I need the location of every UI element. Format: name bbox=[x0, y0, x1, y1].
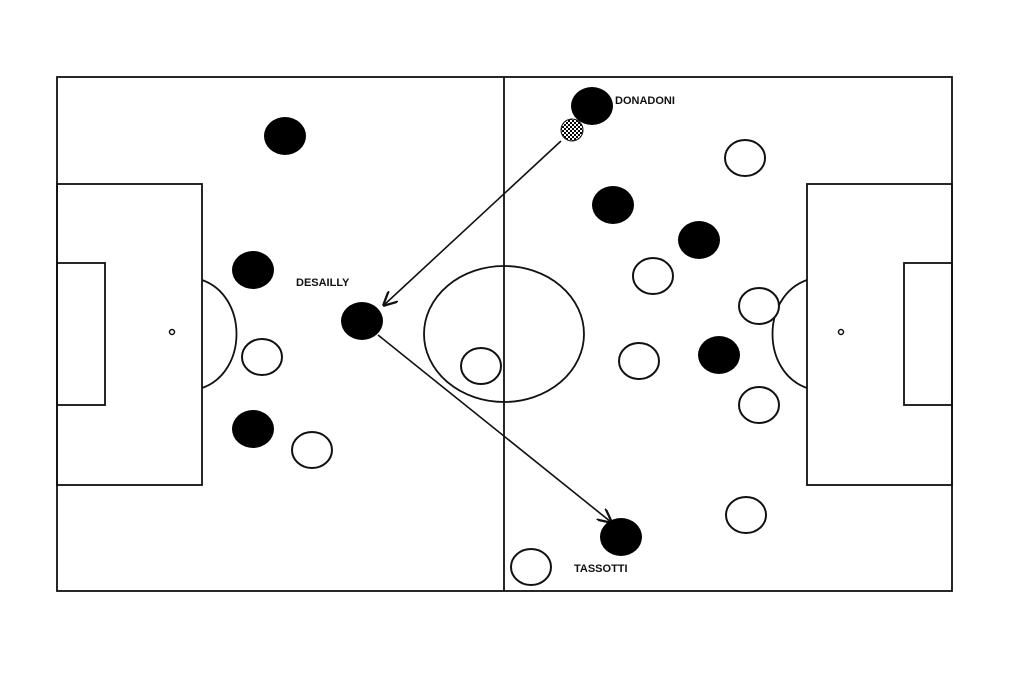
pass-arrow-desailly-to-tassotti bbox=[377, 334, 611, 522]
right-penalty-area bbox=[806, 183, 953, 486]
player-dark bbox=[264, 117, 306, 155]
right-penalty-arc bbox=[771, 279, 808, 389]
pass-arrow-donadoni-to-desailly bbox=[384, 140, 562, 305]
left-penalty-arc bbox=[201, 279, 238, 389]
player-light bbox=[725, 496, 767, 534]
pitch-markings bbox=[56, 76, 953, 592]
left-goal-area bbox=[56, 262, 106, 406]
team-dark-players bbox=[232, 87, 740, 556]
player-light bbox=[738, 287, 780, 325]
team-light-players bbox=[241, 139, 780, 586]
right-penalty-spot bbox=[837, 328, 845, 336]
player-dark bbox=[232, 251, 274, 289]
left-penalty-spot bbox=[168, 328, 176, 336]
left-penalty-area bbox=[56, 183, 203, 486]
player-light bbox=[618, 342, 660, 380]
player-dark-desailly bbox=[341, 302, 383, 340]
player-light bbox=[632, 257, 674, 295]
pass-arrows bbox=[377, 140, 611, 522]
checkered-ball-icon bbox=[560, 118, 584, 142]
right-goal-area bbox=[903, 262, 953, 406]
player-light bbox=[724, 139, 766, 177]
player-light bbox=[460, 347, 502, 385]
player-dark-tassotti bbox=[600, 518, 642, 556]
player-dark bbox=[678, 221, 720, 259]
label-donadoni: DONADONI bbox=[615, 95, 675, 107]
player-labels: DONADONI DESAILLY TASSOTTI bbox=[296, 95, 675, 575]
player-light bbox=[510, 548, 552, 586]
label-desailly: DESAILLY bbox=[296, 277, 350, 289]
player-dark bbox=[232, 410, 274, 448]
player-dark bbox=[698, 336, 740, 374]
player-light bbox=[291, 431, 333, 469]
player-dark bbox=[592, 186, 634, 224]
player-light bbox=[738, 386, 780, 424]
center-circle bbox=[423, 265, 585, 403]
player-dark-donadoni bbox=[571, 87, 613, 125]
player-light bbox=[241, 338, 283, 376]
label-tassotti: TASSOTTI bbox=[574, 563, 628, 575]
